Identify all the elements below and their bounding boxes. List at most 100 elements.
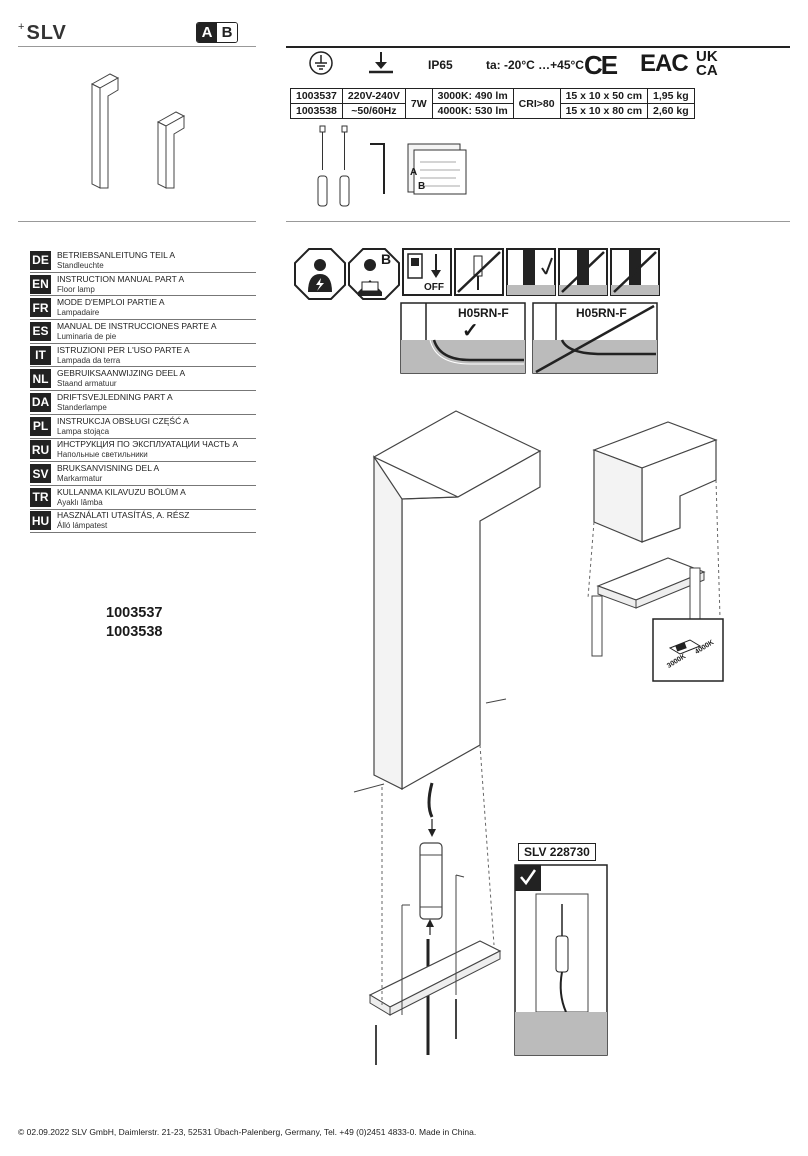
ukca-bottom: CA: [696, 62, 718, 79]
eac-mark: EAC: [640, 50, 689, 77]
correct-install-icon: [506, 248, 556, 296]
plus-icon: +: [18, 21, 26, 33]
lang-sub: Álló lámpatest: [57, 521, 108, 531]
mounting-surface-icon: [369, 52, 393, 74]
ukca-top: UK: [696, 48, 718, 65]
section-divider-left: [18, 221, 256, 222]
lamp-assembly-diagram: [353, 410, 542, 1065]
lang-code: IT: [30, 345, 51, 365]
kit-letter-b: B: [418, 181, 426, 192]
lang-sub: Floor lamp: [57, 284, 95, 294]
lang-code: FR: [30, 298, 51, 318]
brand-name: SLV: [26, 22, 67, 44]
lang-title: INSTRUCTION MANUAL PART A: [57, 273, 185, 284]
voltage-cell: 220V-240V: [341, 88, 406, 104]
check-icon: ✓: [462, 320, 479, 342]
cri-cell: CRI>80: [512, 88, 561, 119]
dowel-icon: [317, 175, 328, 207]
lang-code: NL: [30, 369, 51, 389]
screw-icon: [341, 125, 348, 133]
wrong-install-icon: [610, 248, 660, 296]
accessory-label: SLV 228730: [518, 843, 596, 861]
lang-sub: Staand armatuur: [57, 379, 117, 389]
dowel-icon: [339, 175, 350, 207]
power-cell: 7W: [404, 88, 433, 119]
table-row: 1003538 ~50/60Hz 4000K: 530 lm 15 x 10 x…: [290, 103, 695, 119]
ambient-temperature: ta: -20°C …+45°C: [486, 58, 584, 72]
article-cell: 1003537: [290, 88, 343, 104]
lang-title: ISTRUZIONI PER L'USO PARTE A: [57, 344, 190, 355]
lang-code: DA: [30, 392, 51, 412]
lang-title: ИНСТРУКЦИЯ ПО ЭКСПЛУАТАЦИИ ЧАСТЬ А: [57, 439, 238, 450]
switch-off-icon: [407, 253, 441, 279]
lang-title: MODE D'EMPLOI PARTIE A: [57, 297, 165, 308]
lang-sub: Напольные светильники: [57, 450, 148, 460]
lang-code: SV: [30, 464, 51, 484]
lang-title: BRUKSANVISNING DEL A: [57, 463, 160, 474]
allen-key-icon: [370, 143, 385, 194]
lang-code: PL: [30, 416, 51, 436]
footer-copyright: © 02.09.2022 SLV GmbH, Daimlerstr. 21-23…: [18, 1127, 477, 1137]
accessory-detail-panel: [514, 864, 608, 1056]
lang-sub: Standleuchte: [57, 260, 104, 270]
off-label: OFF: [424, 282, 444, 293]
frequency-cell: ~50/60Hz: [341, 103, 406, 119]
lang-code: RU: [30, 440, 51, 460]
ce-mark: CE: [584, 50, 618, 80]
spec-icons: IP65 ta: -20°C …+45°C CE EAC UK CA: [296, 48, 736, 86]
lang-sub: Luminaria de pie: [57, 331, 117, 341]
spec-table: 1003537 220V-240V 7W 3000K: 490 lm CRI>8…: [290, 88, 695, 119]
lamp-head-detail: [587, 421, 721, 669]
lang-sub: Lampa stojąca: [57, 426, 110, 436]
size-cell: 15 x 10 x 80 cm: [559, 103, 649, 119]
lang-title: GEBRUIKSAANWIJZING DEEL A: [57, 368, 186, 379]
article-cell: 1003538: [290, 103, 343, 119]
ukca-mark: UK CA: [696, 48, 718, 79]
lang-title: MANUAL DE INSTRUCCIONES PARTE A: [57, 320, 217, 331]
cct-switch-panel: [652, 618, 724, 682]
lang-sub: Markarmatur: [57, 474, 103, 484]
lang-title: KULLANMA KILAVUZU BÖLÜM A: [57, 486, 186, 497]
size-cell: 15 x 10 x 50 cm: [559, 88, 649, 104]
lumen-cell: 3000K: 490 lm: [431, 88, 514, 104]
lang-code: TR: [30, 487, 51, 507]
lang-title: INSTRUKCJA OBSŁUGI CZĘŚĆ A: [57, 415, 189, 426]
lang-code: HU: [30, 511, 51, 531]
cable-correct-panel: [400, 302, 526, 374]
lang-sub: Standerlampe: [57, 402, 107, 412]
lang-code: DE: [30, 250, 51, 270]
lang-title: BETRIEBSANLEITUNG TEIL A: [57, 249, 176, 260]
electrician-icon: [294, 248, 346, 300]
article-number: 1003538: [106, 624, 163, 640]
table-row: 1003537 220V-240V 7W 3000K: 490 lm CRI>8…: [290, 88, 695, 119]
cable-type-label: H05RN-F: [576, 306, 627, 320]
manual-b-letter: B: [381, 251, 392, 267]
lumen-cell: 4000K: 530 lm: [431, 103, 514, 119]
cable-type-label: H05RN-F: [458, 306, 509, 320]
section-divider-right: [286, 221, 790, 222]
screw-icon: [319, 125, 326, 133]
ip-rating: IP65: [428, 58, 453, 72]
ground-icon: [309, 51, 333, 75]
weight-cell: 2,60 kg: [647, 103, 695, 119]
lang-sub: Lampadaire: [57, 308, 100, 318]
connector-icon: [419, 842, 443, 920]
product-sketch: [90, 73, 186, 189]
no-drilling-icon: [454, 248, 504, 296]
header-divider-right: [286, 46, 790, 48]
kit-letter-a: A: [410, 167, 418, 178]
lang-title: HASZNÁLATI UTASÍTÁS, A. RÉSZ: [57, 510, 190, 521]
lang-title: DRIFTSVEJLEDNING PART A: [57, 391, 173, 402]
article-number: 1003537: [106, 605, 163, 621]
